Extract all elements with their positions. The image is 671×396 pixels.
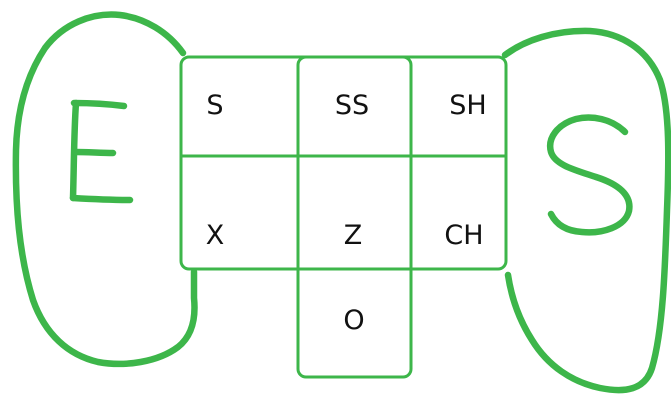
left-loop: [12, 11, 198, 368]
cell-o: O: [343, 305, 364, 336]
cell-ch: CH: [444, 220, 483, 251]
cell-z: Z: [344, 220, 363, 251]
letter-e-drawing: [69, 99, 134, 204]
right-loop: [501, 27, 671, 394]
cell-x: X: [206, 220, 225, 251]
letter-e-label: E: [97, 162, 103, 173]
grid-middle-column: [296, 55, 413, 379]
cell-sh: SH: [449, 90, 486, 121]
letter-s-drawing: [546, 114, 633, 236]
cell-s: S: [206, 90, 223, 121]
cell-ss: SS: [335, 90, 369, 121]
